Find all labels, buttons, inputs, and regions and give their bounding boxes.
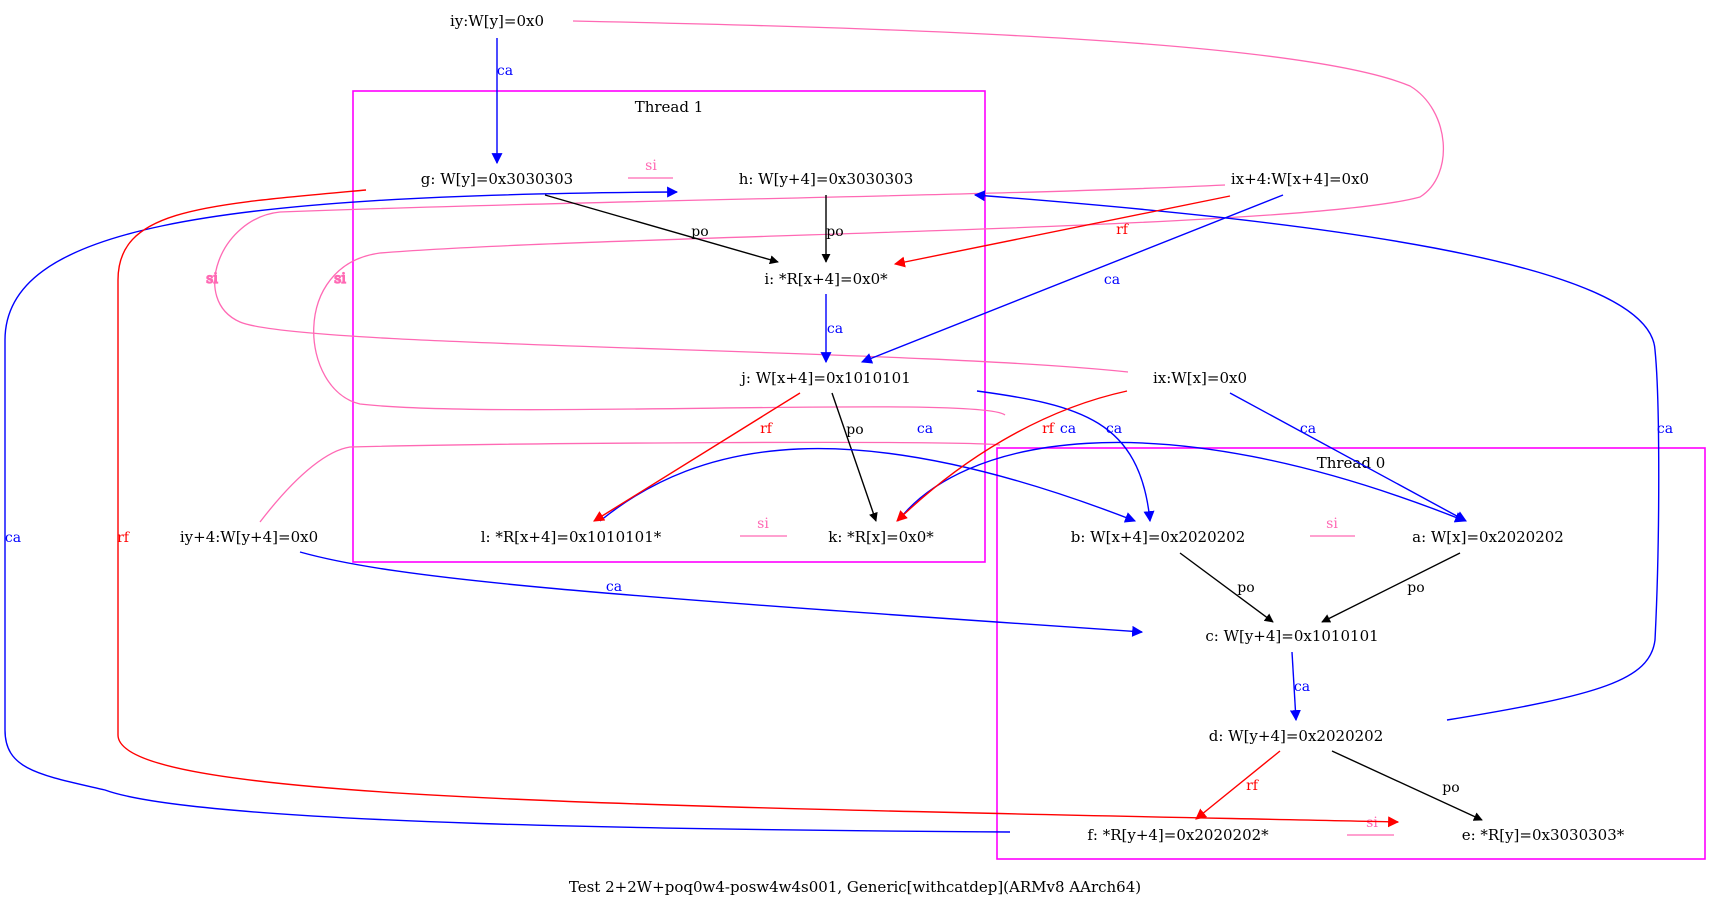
edge-d-e	[1331, 750, 1483, 821]
edge-d-f	[1195, 750, 1281, 820]
edge-j-l-label: rf	[760, 421, 774, 437]
edge-ix4-i	[893, 195, 1231, 268]
po-labels: po po po po po po	[691, 224, 1459, 796]
node-i: i: *R[x+4]=0x0*	[764, 270, 888, 288]
edge-d-e-label: po	[1442, 780, 1459, 796]
si-marks: si si si si	[628, 158, 1394, 836]
si-curves: si si	[206, 20, 1445, 523]
edge-d-f-label: rf	[1246, 778, 1260, 794]
edge-iy4-c	[299, 551, 1144, 637]
edge-f-h-label: ca	[5, 530, 21, 546]
node-iy4: iy+4:W[y+4]=0x0	[180, 528, 318, 546]
edge-h-ix-si	[214, 184, 1226, 373]
edge-b-c	[1179, 552, 1274, 623]
ca-edges	[4, 38, 1660, 833]
node-j: j: W[x+4]=0x1010101	[739, 369, 911, 387]
edge-ba-si-label: si	[1326, 516, 1338, 532]
edge-d-h-label: ca	[1657, 421, 1673, 437]
edge-fe-si-label: si	[1366, 815, 1378, 831]
edge-ix4-j-label: ca	[1104, 272, 1120, 288]
cluster-thread-1: Thread 1	[352, 90, 986, 563]
nodes: iy:W[y]=0x0 g: W[y]=0x3030303 h: W[y+4]=…	[180, 12, 1625, 844]
edge-h-ix-si-label: si	[206, 271, 218, 287]
node-c: c: W[y+4]=0x1010101	[1205, 627, 1378, 645]
edge-ix4-j	[860, 194, 1284, 364]
edge-ix-k-label: rf	[1042, 421, 1056, 437]
node-d: d: W[y+4]=0x2020202	[1209, 727, 1384, 745]
edge-a-c	[1321, 552, 1461, 623]
node-f: f: *R[y+4]=0x2020202*	[1087, 826, 1269, 844]
edge-g-e	[117, 189, 1400, 828]
edge-iy-g-label: ca	[497, 63, 513, 79]
edge-f-h	[4, 186, 1011, 833]
node-g: g: W[y]=0x3030303	[421, 170, 573, 188]
edge-j-k-label: po	[846, 422, 863, 438]
edge-a-c-label: po	[1407, 580, 1424, 596]
cluster-thread-1-label: Thread 1	[635, 98, 704, 116]
edge-l-b	[599, 447, 1137, 523]
node-b: b: W[x+4]=0x2020202	[1071, 528, 1246, 546]
node-h: h: W[y+4]=0x3030303	[739, 170, 914, 188]
edge-c-d	[1289, 651, 1301, 722]
edge-j-b	[976, 390, 1155, 523]
edge-ix-a	[1229, 392, 1467, 522]
edge-b-c-label: po	[1237, 580, 1254, 596]
edge-gh-si-label: si	[645, 158, 657, 174]
edge-ix-k	[896, 390, 1128, 522]
edge-d-h	[973, 190, 1660, 721]
edge-g-i-label: po	[691, 224, 708, 240]
edge-ix4-i-label: rf	[1116, 222, 1130, 238]
node-e: e: *R[y]=0x3030303*	[1462, 826, 1625, 844]
edge-h-i-label: po	[826, 224, 843, 240]
edge-i-j-label: ca	[827, 321, 843, 337]
edge-iy-ix4-si-label: si	[334, 271, 346, 287]
rf-edges	[117, 189, 1400, 828]
rf-labels: rf rf rf rf rf	[117, 222, 1260, 794]
node-l: l: *R[x+4]=0x1010101*	[481, 528, 662, 546]
edge-c-d-label: ca	[1294, 679, 1310, 695]
node-k: k: *R[x]=0x0*	[828, 528, 934, 546]
node-ix: ix:W[x]=0x0	[1153, 369, 1247, 387]
edge-iy-ix4-si	[313, 20, 1445, 416]
edge-iy4-c-label: ca	[606, 579, 622, 595]
cluster-thread-0-label: Thread 0	[1317, 454, 1386, 472]
node-ix4: ix+4:W[x+4]=0x0	[1231, 170, 1369, 188]
node-iy: iy:W[y]=0x0	[450, 12, 544, 30]
ca-labels: ca ca ca ca ca ca ca ca ca ca ca	[5, 63, 1673, 695]
edge-ix4-iy4-si	[259, 441, 1001, 523]
diagram-caption: Test 2+2W+poq0w4-posw4w4s001, Generic[wi…	[569, 878, 1141, 896]
edge-j-b-label: ca	[1106, 421, 1122, 437]
edge-g-i	[544, 194, 779, 265]
edge-l-b-label: ca	[917, 421, 933, 437]
node-a: a: W[x]=0x2020202	[1412, 528, 1564, 546]
edge-lk-si-label: si	[757, 516, 769, 532]
edge-k-a-label: ca	[1060, 421, 1076, 437]
edge-j-l	[593, 392, 801, 522]
po-edges	[544, 194, 1483, 821]
edge-g-e-label: rf	[117, 530, 131, 546]
edge-ix-a-label: ca	[1300, 421, 1316, 437]
edge-j-k	[831, 392, 878, 522]
